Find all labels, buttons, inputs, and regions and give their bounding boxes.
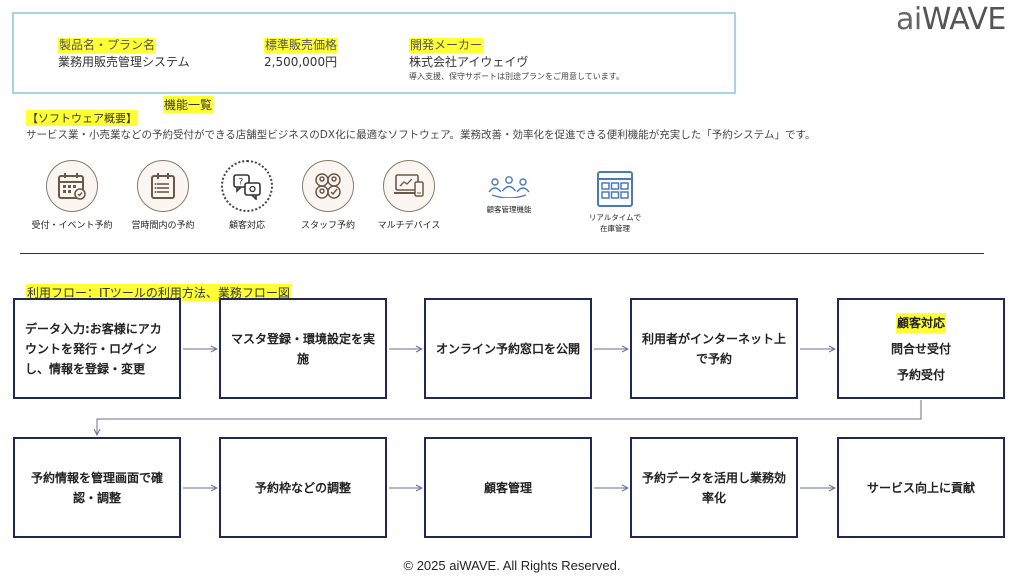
maker-label: 開発メーカー	[409, 38, 484, 53]
flow-step-text: 顧客管理	[483, 480, 532, 495]
flow-step-text: データ入力:お客様にアカウントを発行・ログインし、情報を登録・変更	[25, 321, 162, 376]
flow-connector-arrow	[97, 400, 922, 435]
flow-step-text: 予約データを活用し業務効率化	[642, 470, 787, 505]
price-value: 2,500,000円	[264, 55, 338, 69]
feature-multi-device: マルチデバイス	[364, 160, 454, 231]
flow-step: サービス向上に貢献	[837, 437, 1005, 538]
product-name-label: 製品名・プラン名	[58, 38, 157, 53]
feature-label: マルチデバイス	[377, 221, 441, 231]
feature-label: スタッフ予約	[300, 221, 355, 231]
flow-step-text: サービス向上に貢献	[866, 480, 975, 495]
feature-reception: 受付・イベント予約	[27, 160, 117, 231]
maker-value: 株式会社アイウェイヴ	[409, 55, 529, 69]
flow-step-text: 利用者がインターネット上で予約	[642, 331, 787, 366]
product-name-block: 製品名・プラン名 業務用販売管理システム	[58, 34, 190, 69]
flow-step-text: 予約枠などの調整	[254, 480, 351, 495]
devices-icon	[383, 160, 435, 212]
feature-label: 受付・イベント予約	[31, 221, 113, 231]
price-label: 標準販売価格	[264, 38, 339, 53]
flow-step: オンライン予約窓口を公開	[424, 298, 592, 399]
calendar-icon	[46, 160, 98, 212]
maker-block: 開発メーカー 株式会社アイウェイヴ 導入支援、保守サポートは別途プランをご用意し…	[409, 34, 624, 82]
price-block: 標準販売価格 2,500,000円	[264, 34, 339, 69]
features-title: 機能一覧	[163, 96, 214, 113]
feature-staff-booking: スタッフ予約	[283, 160, 373, 231]
svg-text:?: ?	[239, 178, 244, 188]
flow-step: 予約データを活用し業務効率化	[630, 437, 798, 538]
feature-label: 顧客管理機能	[486, 205, 532, 214]
flow-step: 利用者がインターネット上で予約	[630, 298, 798, 399]
feature-label: 営時間内の予約	[131, 221, 195, 231]
flow-title: 利用フロー：ITツールの利用方法、業務フロー図	[26, 284, 291, 301]
product-name-value: 業務用販売管理システム	[58, 55, 190, 69]
feature-business-hours: 営時間内の予約	[118, 160, 208, 231]
flow-step-text: 予約情報を管理画面で確認・調整	[30, 470, 163, 505]
flow-step-title: 顧客対応	[895, 312, 946, 333]
flow-step-customer-support: 顧客対応 問合せ受付 予約受付	[837, 298, 1005, 399]
flow-step: データ入力:お客様にアカウントを発行・ログインし、情報を登録・変更	[13, 298, 181, 399]
feature-label: 顧客対応	[228, 221, 265, 231]
flow-step-text: マスタ登録・環境設定を実施	[231, 331, 376, 366]
flow-step-text: オンライン予約窓口を公開	[436, 341, 581, 356]
chat-support-icon: ?	[221, 160, 273, 212]
feature-customer-support: ? 顧客対応	[202, 160, 292, 231]
feature-label-line1: リアルタイムで	[588, 213, 642, 222]
flow-step: 顧客管理	[424, 437, 592, 538]
product-info-box: 製品名・プラン名 業務用販売管理システム 標準販売価格 2,500,000円 開…	[12, 12, 736, 94]
copyright-footer: © 2025 aiWAVE. All Rights Reserved.	[403, 558, 621, 573]
aiwave-logo: aiWAVE	[896, 2, 1006, 37]
flow-step: 予約情報を管理画面で確認・調整	[13, 437, 181, 538]
feature-realtime-inventory: リアルタイムで 在庫管理	[570, 170, 660, 234]
section-divider	[20, 253, 984, 254]
overview-heading: 【ソフトウェア概要】	[26, 110, 138, 126]
inventory-grid-icon	[570, 170, 660, 210]
flow-step: マスタ登録・環境設定を実施	[219, 298, 387, 399]
feature-customer-management: 顧客管理機能	[464, 174, 554, 215]
overview-text: サービス業・小売業などの予約受付ができる店舗型ビジネスのDX化に最適なソフトウェ…	[26, 129, 816, 141]
feature-label-line2: 在庫管理	[600, 224, 630, 233]
flow-step: 予約枠などの調整	[219, 437, 387, 538]
maker-note: 導入支援、保守サポートは別途プランをご用意しています。	[409, 72, 624, 81]
flow-step-line: 問合せ受付	[890, 341, 951, 356]
people-network-icon	[464, 174, 554, 200]
staff-group-icon	[302, 160, 354, 212]
schedule-list-icon	[137, 160, 189, 212]
flow-step-line: 予約受付	[896, 367, 945, 382]
